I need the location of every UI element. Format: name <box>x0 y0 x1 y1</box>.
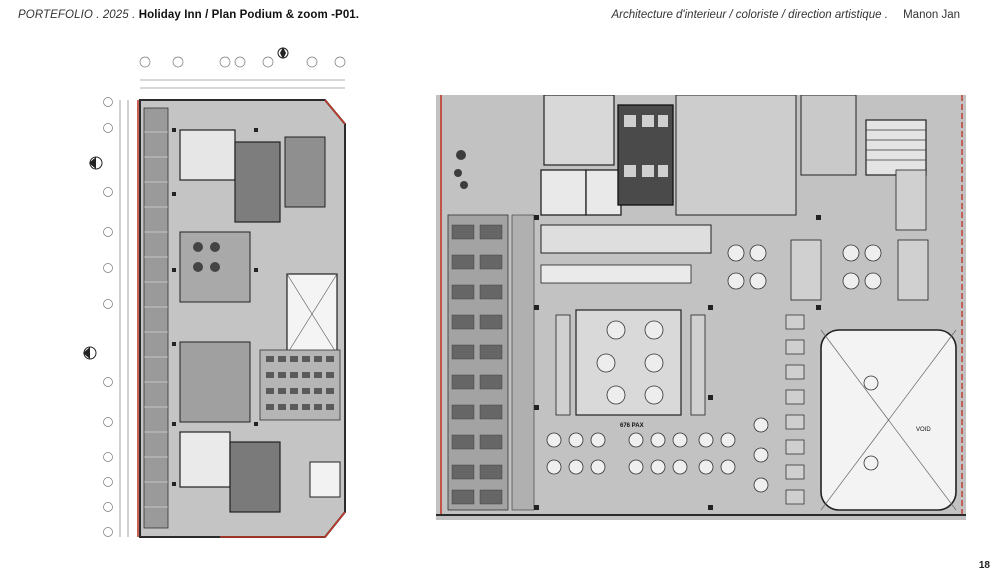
capacity-label: 676 PAX <box>620 423 644 429</box>
grid-bubbles-left <box>103 97 113 537</box>
plan-subtitle: Plan Podium & zoom -P01. <box>211 9 360 21</box>
project-title: Holiday Inn <box>138 9 202 21</box>
year-label: 2025 . <box>102 9 136 21</box>
portfolio-label: PORTEFOLIO . <box>18 9 100 21</box>
north-arrow-icon <box>277 47 289 59</box>
disciplines-label: Architecture d'interieur / coloriste / d… <box>611 9 888 21</box>
title-separator: / <box>205 9 209 21</box>
void-label: VOID <box>916 427 931 433</box>
podium-floor-plan <box>83 47 346 538</box>
page-header-right: Architecture d'interieur / coloriste / d… <box>611 9 960 21</box>
grid-bubbles-top <box>139 56 346 68</box>
page-header-left: PORTEFOLIO . 2025 . Holiday Inn / Plan P… <box>18 9 359 21</box>
page-number: 18 <box>978 560 990 571</box>
zoom-floor-plan: 676 PAX VOID <box>436 95 966 520</box>
section-marker-icon <box>83 156 103 360</box>
author-name: Manon Jan <box>903 9 960 21</box>
